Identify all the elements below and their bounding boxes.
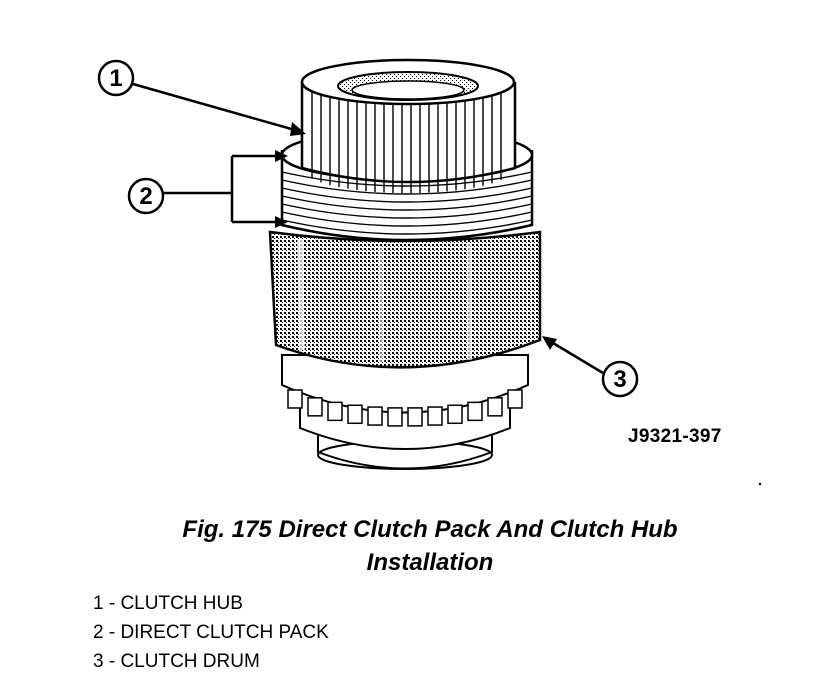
clutch-drum (268, 230, 542, 369)
callout-3-label: 3 (613, 366, 626, 393)
drum-lower-splines (281, 354, 529, 427)
clutch-assembly-illustration: 1 2 3 (97, 58, 762, 486)
clutch-hub (300, 58, 517, 194)
legend-item-2: 2 - DIRECT CLUTCH PACK (93, 622, 329, 643)
figure-caption-line-2: Installation (366, 549, 494, 576)
callout-3: 3 (542, 336, 639, 398)
figure-caption-line-1: Fig. 175 Direct Clutch Pack And Clutch H… (182, 516, 678, 543)
callout-1: 1 (97, 59, 306, 136)
legend-item-3: 3 - CLUTCH DRUM (93, 651, 260, 672)
callout-1-label: 1 (109, 65, 122, 92)
callout-2-label: 2 (139, 183, 152, 210)
callout-2: 2 (127, 150, 288, 228)
legend-item-1: 1 - CLUTCH HUB (93, 593, 243, 614)
figure-id: J9321-397 (628, 426, 722, 447)
